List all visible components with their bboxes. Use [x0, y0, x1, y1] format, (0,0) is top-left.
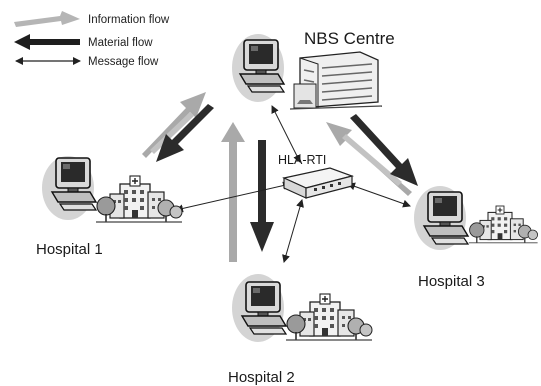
computer-icon [239, 39, 285, 93]
information-flow-legend-arrow [14, 11, 80, 27]
computer-icon [423, 191, 469, 245]
legend: Information flow Material flow Message f… [14, 11, 170, 68]
hospital-1-node: Hospital 1 [36, 157, 183, 258]
info-arrow-h1-centre [142, 92, 206, 158]
computer-icon [241, 281, 287, 335]
hospital-building-icon [95, 175, 183, 223]
message-flow-legend-label: Message flow [88, 56, 159, 68]
hla-rti-node: HLA-RTI [278, 153, 355, 199]
message-arrow-rti-h3 [347, 182, 411, 208]
hospital-3-label: Hospital 3 [418, 273, 485, 290]
message-arrow-rti-centre [271, 105, 301, 163]
material-flow-legend-arrow [14, 34, 80, 50]
hospital-1-label: Hospital 1 [36, 241, 103, 258]
information-flow-arrows [142, 92, 412, 262]
router-icon [282, 167, 355, 199]
nbs-centre-label: NBS Centre [304, 29, 395, 48]
material-arrow-centre-h1 [156, 104, 214, 162]
material-arrow-centre-h3 [350, 114, 418, 186]
blood-centre-building-icon [289, 51, 383, 110]
info-arrow-h2-centre [221, 122, 245, 262]
hospital-2-label: Hospital 2 [228, 369, 295, 386]
nbs-centre-node: NBS Centre [239, 29, 395, 110]
hospital-2-node: Hospital 2 [228, 281, 373, 386]
material-flow-legend-label: Material flow [88, 37, 153, 49]
message-arrow-rti-h2 [282, 199, 304, 263]
hla-rti-label: HLA-RTI [278, 153, 326, 167]
hospital-building-icon [468, 205, 539, 244]
computer-icon [51, 157, 97, 211]
information-flow-legend-label: Information flow [88, 14, 170, 26]
message-arrow-rti-h1 [175, 181, 291, 213]
hospital-building-icon [285, 293, 373, 341]
material-arrow-centre-h2 [250, 140, 274, 252]
message-flow-arrows [175, 105, 411, 263]
hospital-3-node: Hospital 3 [418, 191, 539, 290]
